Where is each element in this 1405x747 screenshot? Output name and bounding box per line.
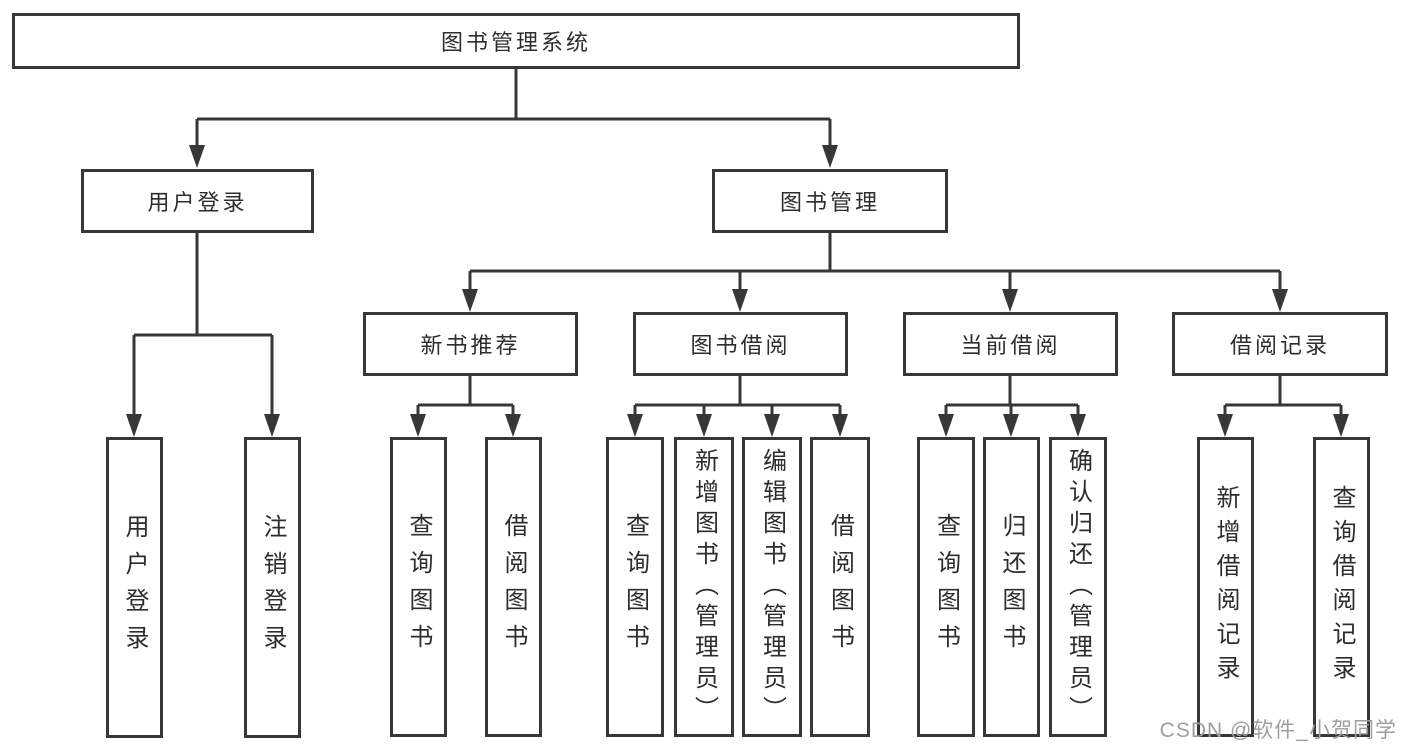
node-book-borrowing-label: 图书借阅 — [690, 333, 791, 358]
leaf-add-borrow-record: 新增借阅记录 — [1197, 437, 1254, 737]
leaf-query-book-1-label: 查询图书 — [405, 513, 432, 661]
connector-records-to-leaves — [1217, 376, 1349, 437]
node-root-label: 图书管理系统 — [440, 30, 591, 55]
leaf-edit-book-admin: 编辑图书（管理员） — [742, 437, 802, 737]
node-current-borrowing: 当前借阅 — [903, 312, 1118, 376]
connector-current-to-leaves — [938, 376, 1086, 437]
connector-borrow-to-leaves — [627, 376, 848, 437]
node-user-login-label: 用户登录 — [147, 190, 248, 215]
node-borrowing-records-label: 借阅记录 — [1229, 333, 1330, 358]
leaf-add-book-admin: 新增图书（管理员） — [674, 437, 734, 737]
leaf-query-borrow-record: 查询借阅记录 — [1313, 437, 1370, 737]
node-borrowing-records: 借阅记录 — [1172, 312, 1388, 376]
leaf-query-book-3-label: 查询图书 — [932, 513, 960, 661]
leaf-query-borrow-record-label: 查询借阅记录 — [1328, 485, 1355, 689]
connector-root-to-level2 — [189, 69, 838, 168]
leaf-query-book-2-label: 查询图书 — [621, 513, 649, 661]
leaf-borrow-book-2-label: 借阅图书 — [826, 513, 854, 661]
node-current-borrowing-label: 当前借阅 — [960, 333, 1061, 358]
node-root-system: 图书管理系统 — [12, 13, 1020, 69]
leaf-user-login-label: 用户登录 — [121, 513, 148, 662]
csdn-watermark: CSDN @软件_小贺同学 — [1159, 719, 1397, 742]
leaf-confirm-return-admin: 确认归还（管理员） — [1049, 437, 1107, 737]
leaf-return-book: 归还图书 — [983, 437, 1040, 737]
leaf-confirm-return-admin-label: 确认归还（管理员） — [1064, 447, 1092, 727]
leaf-borrow-book-2: 借阅图书 — [810, 437, 870, 737]
leaf-logout-label: 注销登录 — [259, 513, 286, 662]
leaf-user-login: 用户登录 — [106, 437, 163, 738]
node-book-management: 图书管理 — [712, 169, 948, 233]
node-book-borrowing: 图书借阅 — [633, 312, 848, 376]
leaf-query-book-1: 查询图书 — [390, 437, 447, 737]
node-book-management-label: 图书管理 — [779, 190, 880, 215]
node-new-book-recommend-label: 新书推荐 — [420, 333, 521, 358]
leaf-add-borrow-record-label: 新增借阅记录 — [1212, 485, 1239, 689]
leaf-borrow-book-1: 借阅图书 — [485, 437, 542, 737]
connector-newbook-to-leaves — [410, 376, 521, 437]
leaf-edit-book-admin-label: 编辑图书（管理员） — [758, 447, 786, 727]
leaf-logout: 注销登录 — [244, 437, 301, 738]
leaf-add-book-admin-label: 新增图书（管理员） — [690, 447, 718, 727]
node-new-book-recommend: 新书推荐 — [363, 312, 578, 376]
connector-bookmgmt-to-level3 — [462, 233, 1288, 312]
leaf-query-book-2: 查询图书 — [606, 437, 664, 737]
connector-userlogin-to-leaves — [126, 233, 280, 437]
leaf-borrow-book-1-label: 借阅图书 — [500, 513, 527, 661]
leaf-query-book-3: 查询图书 — [917, 437, 975, 737]
node-user-login-branch: 用户登录 — [81, 169, 314, 233]
leaf-return-book-label: 归还图书 — [998, 513, 1025, 661]
